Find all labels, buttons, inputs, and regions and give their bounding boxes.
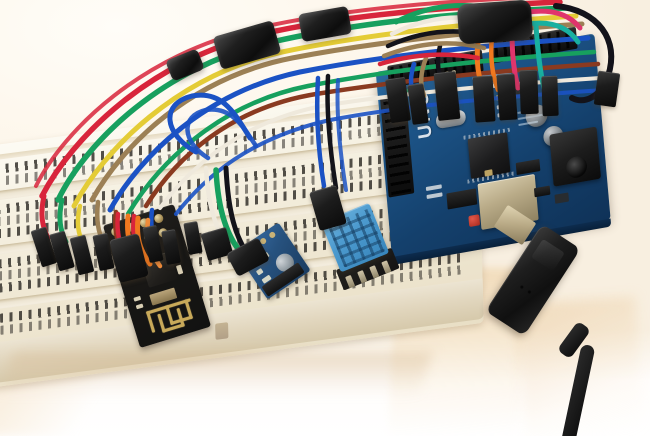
wire-black-dht [325,73,339,191]
wire-blue-loop-2 [185,107,259,161]
wire-black-loop [553,3,615,104]
wire-blue-dht [315,75,327,189]
dupont-connector-arduino [496,73,518,121]
wire-blue [107,35,591,213]
wire-blue-dht-2 [335,78,348,192]
dupont-connector-arduino [519,69,539,115]
wire-red-top [377,52,481,67]
wire-green-2 [125,49,597,217]
dupont-connector-right [593,70,621,108]
cable-tape-wrap [456,0,534,45]
dupont-connector-arduino [472,75,496,123]
wire-brown-top [381,41,487,59]
dupont-connector-arduino [541,75,559,117]
